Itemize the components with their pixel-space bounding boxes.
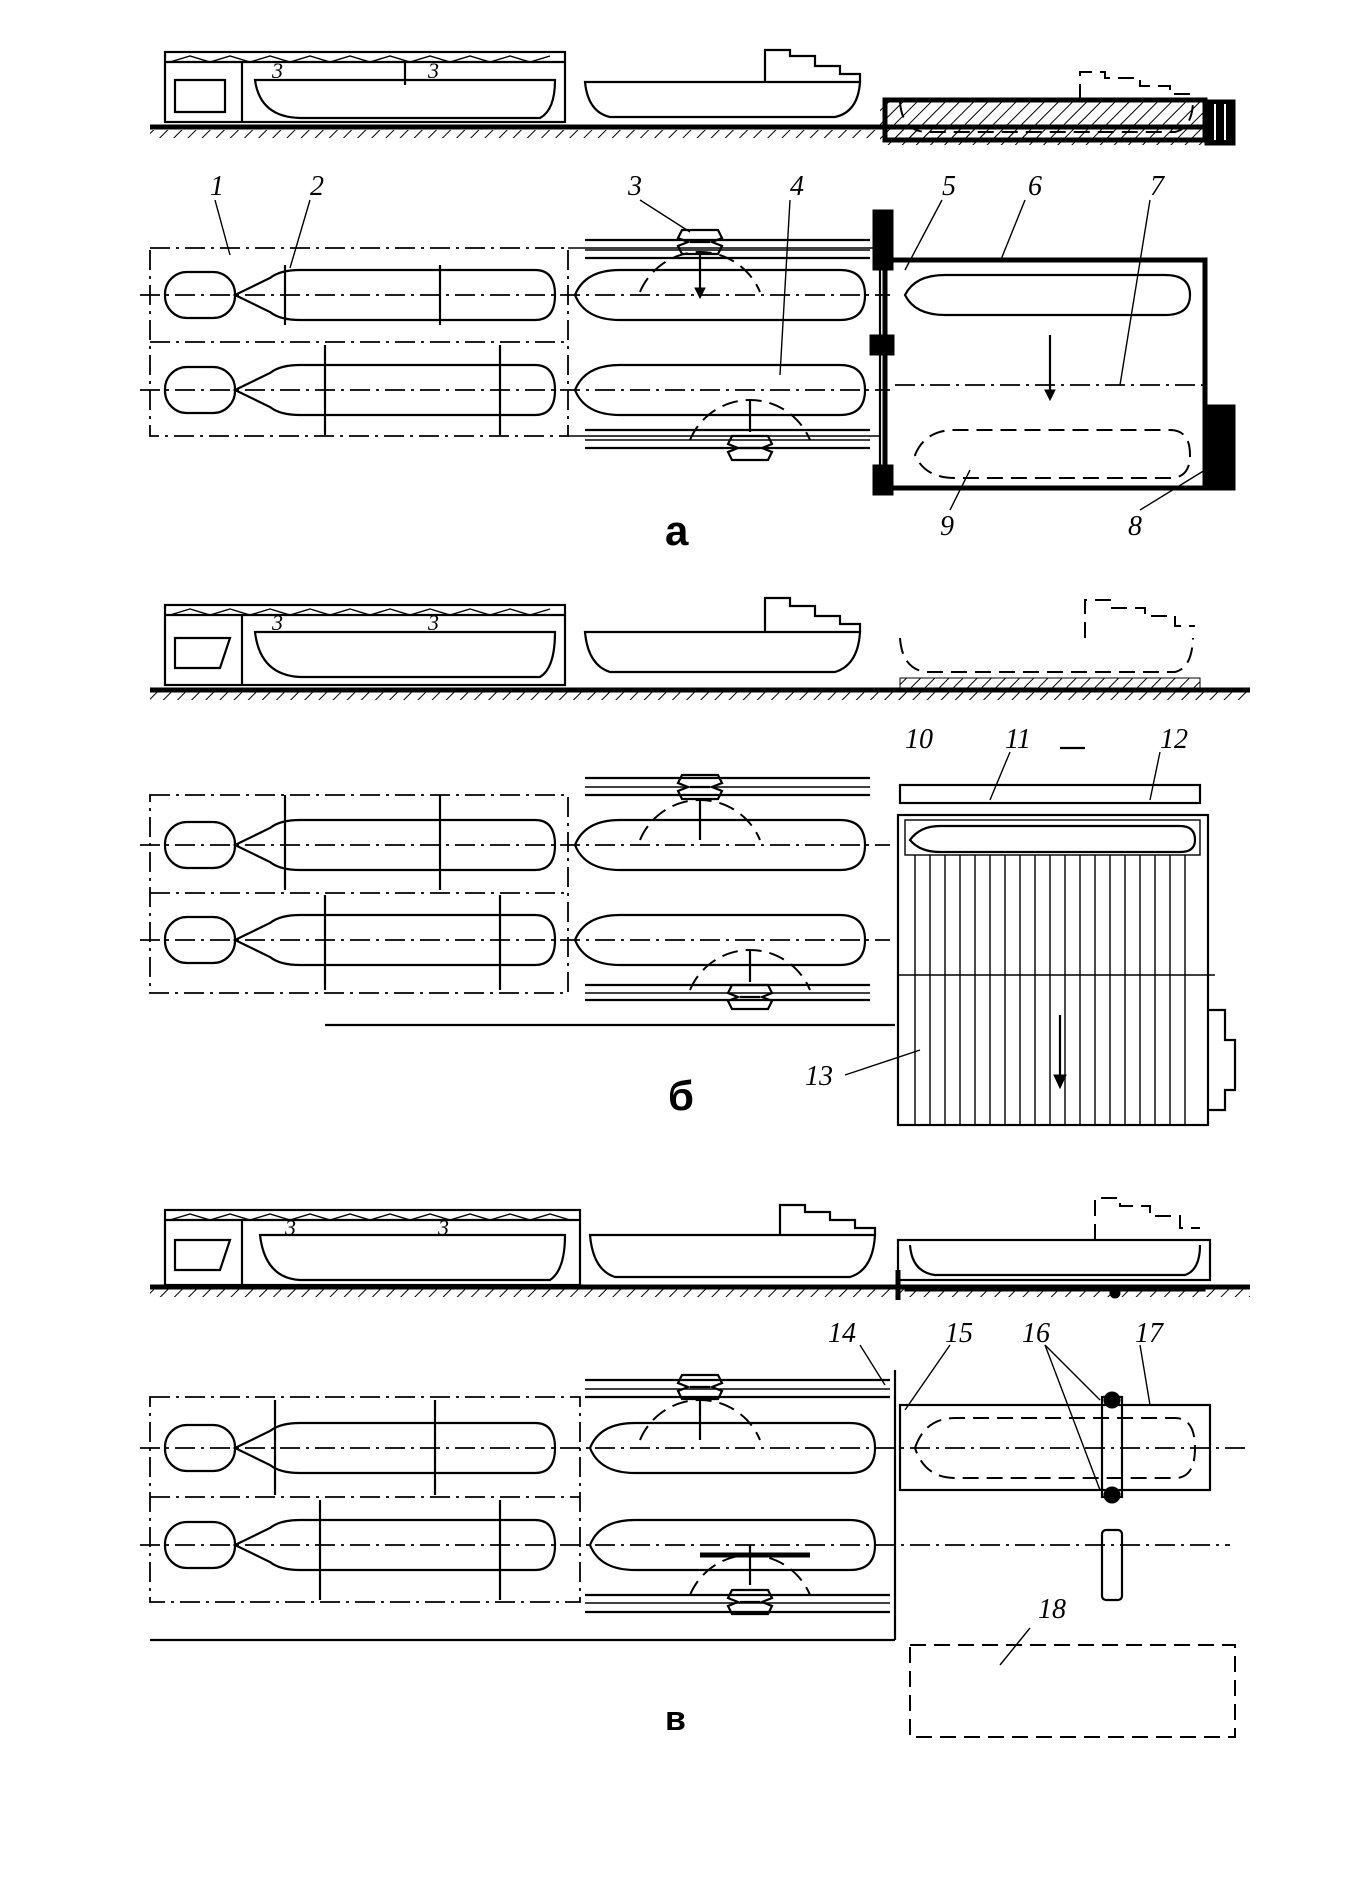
callout-5: 5 [942, 171, 956, 202]
panel-c-callouts: 14 15 16 17 18 в [665, 1318, 1164, 1738]
callout-1: 1 [210, 171, 224, 202]
panel-b-elevation: 3 3 [150, 596, 1250, 700]
callout-2: 2 [310, 171, 324, 202]
callout-14: 14 [828, 1318, 856, 1349]
svg-text:3: 3 [271, 610, 283, 635]
callout-18: 18 [1038, 1594, 1066, 1625]
panel-b-plan [140, 773, 1237, 1127]
callout-11: 11 [1005, 724, 1031, 755]
panel-b-callouts: 10 11 12 13 б [668, 724, 1188, 1119]
svg-text:3: 3 [284, 1215, 296, 1240]
callout-3: 3 [627, 171, 642, 202]
transfer-tracks [898, 855, 1215, 1125]
panel-c-plan [140, 1370, 1245, 1738]
callout-15: 15 [945, 1318, 973, 1349]
panel-c-elevation: 3 3 [150, 1197, 1250, 1300]
callout-13: 13 [805, 1061, 833, 1092]
panel-c-letter: в [665, 1700, 686, 1738]
callout-9: 9 [940, 511, 954, 542]
panel-c: 3 3 [140, 1197, 1250, 1738]
callout-7: 7 [1150, 171, 1165, 202]
callout-17: 17 [1135, 1318, 1164, 1349]
panel-a-letter: а [665, 507, 689, 554]
panel-b-letter: б [668, 1072, 694, 1119]
callout-10: 10 [905, 724, 933, 755]
panel-b: 3 3 [140, 596, 1250, 1127]
svg-text:3: 3 [271, 58, 283, 83]
panel-a-plan [140, 209, 1236, 496]
svg-text:3: 3 [427, 58, 439, 83]
panel-a-callouts: 1 2 3 4 5 6 7 8 9 а [210, 171, 1206, 554]
callout-8: 8 [1128, 511, 1142, 542]
panel-a-elevation: 3 3 [150, 48, 1236, 146]
svg-text:3: 3 [427, 610, 439, 635]
panel-a: 3 3 [140, 48, 1236, 554]
callout-6: 6 [1028, 171, 1042, 202]
svg-text:3: 3 [437, 1215, 449, 1240]
callout-4: 4 [790, 171, 804, 202]
callout-12: 12 [1160, 724, 1188, 755]
callout-16: 16 [1022, 1318, 1050, 1349]
